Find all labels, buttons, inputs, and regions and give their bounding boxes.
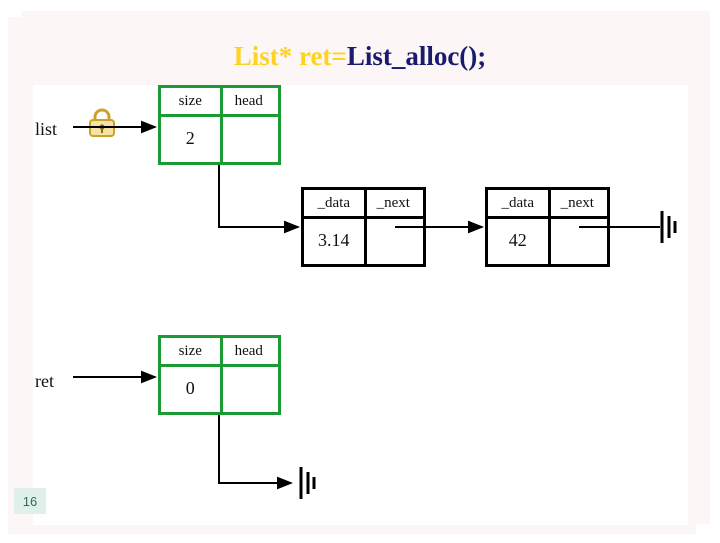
- padlock-icon: [85, 105, 119, 139]
- node-2-field-data-label: _data: [501, 194, 534, 211]
- list-header-field-head-value: [220, 114, 279, 162]
- node-1-field-data-label: _data: [317, 194, 350, 211]
- page-number-badge: 16: [14, 488, 46, 514]
- page-title-rest: List_alloc();: [346, 41, 487, 71]
- list-node-1: _data _next 3.14: [301, 187, 426, 267]
- list-header-vertical-divider: [219, 88, 223, 162]
- ret-header-field-head-value: [220, 364, 279, 412]
- node-2-field-next-label: _next: [560, 194, 594, 211]
- list-header-field-size-value: 2: [185, 127, 195, 148]
- ret-header-field-size-value: 0: [185, 377, 195, 398]
- node-2-field-data-value: 42: [508, 229, 527, 250]
- node-1-field-next-value: [364, 216, 424, 264]
- slide-border-top: [0, 3, 720, 11]
- ret-header-field-head-label: head: [234, 342, 263, 359]
- node-1-field-next-label: _next: [376, 194, 410, 211]
- node-2-field-next-value: [548, 216, 608, 264]
- list-header-struct: size head 2: [158, 85, 281, 165]
- page-title: List* ret=List_alloc();: [0, 41, 720, 72]
- ret-variable-label: ret: [35, 371, 54, 391]
- list-header-field-head-label: head: [234, 92, 263, 109]
- corner-decoration-top-left: [0, 3, 22, 17]
- corner-decoration-bottom-right: [696, 524, 720, 540]
- node-2-vertical-divider: [547, 190, 551, 264]
- ret-header-struct: size head 0: [158, 335, 281, 415]
- ret-header-field-size-label: size: [178, 342, 202, 359]
- ret-header-vertical-divider: [219, 338, 223, 412]
- slide-border-left: [0, 3, 8, 543]
- slide-border-bottom: [0, 534, 720, 540]
- node-1-field-data-value: 3.14: [318, 229, 350, 250]
- list-variable-label: list: [35, 119, 58, 139]
- diagram-connectors: [73, 120, 677, 499]
- list-node-2: _data _next 42: [485, 187, 610, 267]
- diagram-canvas: list ret size head 2: [33, 85, 688, 525]
- slide-border-right: [710, 3, 720, 543]
- node-1-vertical-divider: [363, 190, 367, 264]
- page-title-highlight: List* ret=: [233, 41, 347, 71]
- list-header-field-size-label: size: [178, 92, 202, 109]
